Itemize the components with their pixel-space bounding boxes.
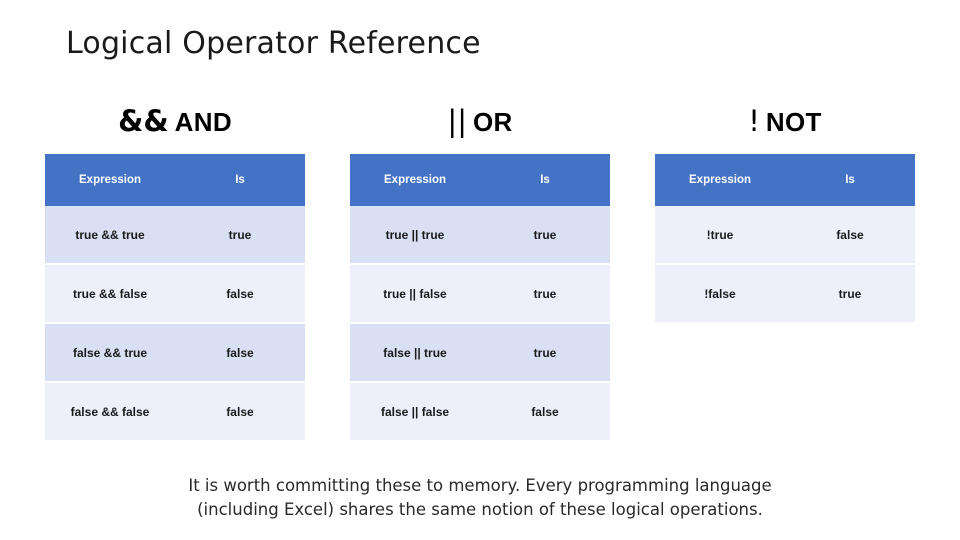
operator-name-or: OR (472, 107, 513, 137)
truth-table-and: &&AND Expression Is true && true true tr… (45, 98, 305, 442)
table-header-row: Expression Is (45, 154, 305, 206)
cell-expression: true || false (350, 264, 480, 324)
column-header-expression: Expression (350, 154, 480, 206)
truth-table-not: !NOT Expression Is !true false !false (655, 98, 915, 324)
cell-expression: true && true (45, 206, 175, 265)
table-row: false && false false (45, 382, 305, 442)
column-header-is: Is (480, 154, 610, 206)
cell-result: true (785, 264, 915, 324)
cell-result: false (175, 323, 305, 383)
cell-expression: false && true (45, 323, 175, 383)
table-row: !true false (655, 206, 915, 265)
operator-symbol-and: && (118, 104, 169, 138)
cell-result: true (480, 264, 610, 324)
table-row: true || false true (350, 264, 610, 324)
cell-expression: true || true (350, 206, 480, 265)
page-title: Logical Operator Reference (66, 26, 481, 61)
column-header-is: Is (785, 154, 915, 206)
table-or: Expression Is true || true true true || … (350, 154, 610, 442)
column-header-expression: Expression (655, 154, 785, 206)
cell-expression: false && false (45, 382, 175, 442)
operator-heading-not: !NOT (655, 98, 915, 154)
operator-name-not: NOT (765, 107, 822, 137)
table-row: true || true true (350, 206, 610, 265)
cell-result: true (480, 206, 610, 265)
operator-heading-and: &&AND (45, 98, 305, 154)
table-not: Expression Is !true false !false true (655, 154, 915, 324)
table-row: !false true (655, 264, 915, 324)
cell-expression: false || false (350, 382, 480, 442)
operator-symbol-not: ! (748, 104, 760, 138)
cell-result: false (480, 382, 610, 442)
table-row: true && false false (45, 264, 305, 324)
table-and: Expression Is true && true true true && … (45, 154, 305, 442)
table-header-row: Expression Is (655, 154, 915, 206)
cell-expression: !false (655, 264, 785, 324)
column-header-expression: Expression (45, 154, 175, 206)
footer-line-1: It is worth committing these to memory. … (188, 476, 772, 495)
column-header-is: Is (175, 154, 305, 206)
table-row: false || false false (350, 382, 610, 442)
table-row: false && true false (45, 323, 305, 383)
table-row: false || true true (350, 323, 610, 383)
operator-name-and: AND (174, 107, 232, 137)
truth-tables-container: &&AND Expression Is true && true true tr… (45, 98, 915, 442)
footer-note: It is worth committing these to memory. … (0, 474, 960, 522)
cell-result: false (175, 264, 305, 324)
cell-result: false (785, 206, 915, 265)
cell-result: true (480, 323, 610, 383)
cell-result: false (175, 382, 305, 442)
cell-expression: true && false (45, 264, 175, 324)
cell-result: true (175, 206, 305, 265)
footer-line-2: (including Excel) shares the same notion… (197, 500, 763, 519)
operator-symbol-or: || (447, 104, 467, 138)
operator-heading-or: ||OR (350, 98, 610, 154)
cell-expression: false || true (350, 323, 480, 383)
cell-expression: !true (655, 206, 785, 265)
table-header-row: Expression Is (350, 154, 610, 206)
truth-table-or: ||OR Expression Is true || true true tru… (350, 98, 610, 442)
table-row: true && true true (45, 206, 305, 265)
